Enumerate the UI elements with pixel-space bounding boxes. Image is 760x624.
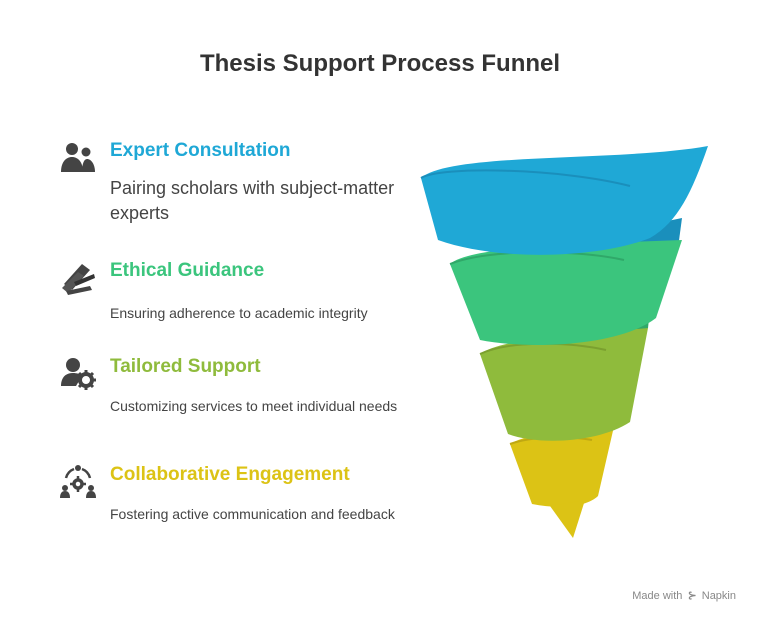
- footer-brand: Napkin: [701, 590, 736, 602]
- step-heading: Expert Consultation: [110, 140, 291, 161]
- funnel-tier-lime: [480, 328, 648, 441]
- step-expert-consultation: Expert Consultation Pairing scholars wit…: [60, 140, 400, 230]
- napkin-logo-icon: ⊱: [687, 590, 697, 602]
- funnel-tier-green: [450, 240, 682, 345]
- step-tailored-support: Tailored Support Customizing services to…: [60, 356, 400, 436]
- step-description: Fostering active communication and feedb…: [110, 506, 395, 522]
- step-heading: Ethical Guidance: [110, 260, 265, 281]
- step-description: Customizing services to meet individual …: [110, 398, 398, 414]
- footer-made-with: Made with: [632, 590, 683, 602]
- made-with-napkin[interactable]: Made with ⊱ Napkin: [632, 589, 736, 602]
- step-description: Ensuring adherence to academic integrity: [110, 305, 368, 321]
- step-description: Pairing scholars with subject-matter exp…: [110, 178, 395, 223]
- documents-icon: [62, 264, 95, 295]
- funnel-tier-yellow: [510, 422, 615, 507]
- step-heading: Tailored Support: [110, 356, 261, 377]
- people-icon: [61, 143, 95, 172]
- page-title: Thesis Support Process Funnel: [199, 50, 561, 77]
- funnel-graphic: [420, 146, 708, 538]
- funnel-tier-blue: [421, 146, 708, 255]
- user-gear-icon: [61, 358, 96, 390]
- step-collaborative-engagement: Collaborative Engagement Fostering activ…: [60, 464, 400, 544]
- step-heading: Collaborative Engagement: [110, 464, 350, 485]
- step-ethical-guidance: Ethical Guidance Ensuring adherence to a…: [60, 260, 400, 330]
- team-gear-icon: [60, 465, 96, 498]
- funnel-tip-yellow: [550, 500, 585, 538]
